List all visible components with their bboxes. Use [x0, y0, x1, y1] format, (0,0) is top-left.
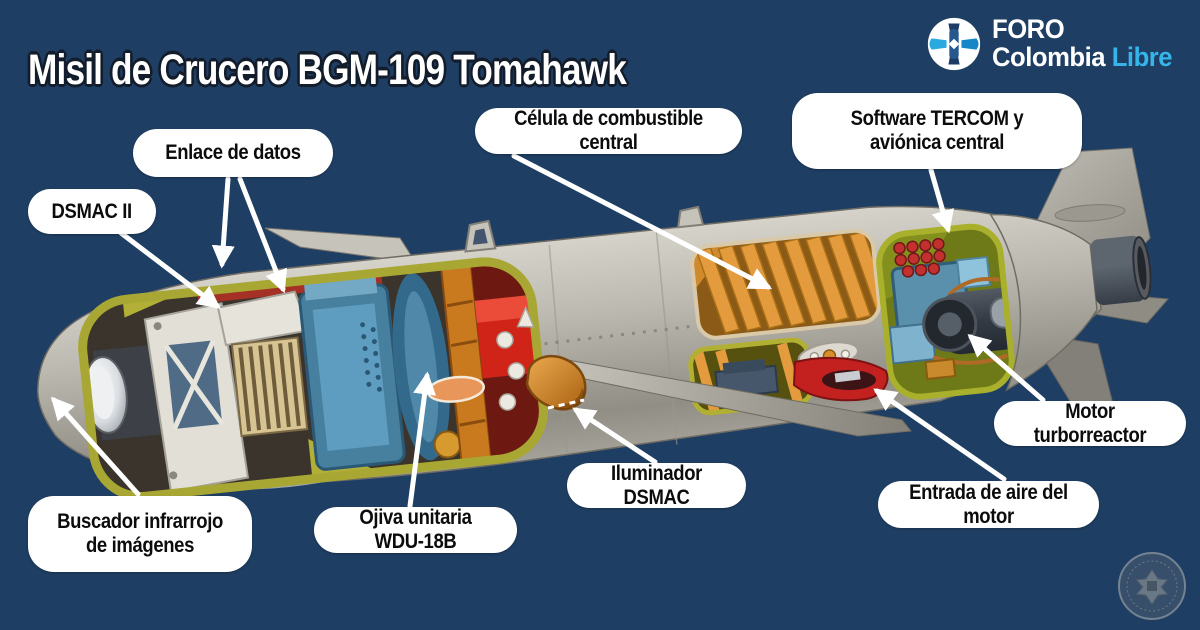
leader-entrada	[873, 388, 1007, 482]
tail-cone	[989, 213, 1098, 392]
engine-air-intake	[792, 356, 889, 402]
leader-celula	[511, 153, 773, 290]
watermark-seal	[1118, 552, 1186, 620]
leader-motor	[967, 333, 1046, 403]
hull-antenna-bracket	[464, 219, 497, 253]
fin-pod	[1054, 204, 1126, 222]
callout-dsmac-illuminator: Iluminador DSMAC	[567, 462, 746, 509]
callout-data-link: Enlace de datos	[133, 129, 333, 177]
brand-line2: Colombia Libre	[992, 42, 1173, 72]
leader-dsmac	[118, 230, 221, 309]
leader-lines	[50, 153, 1046, 509]
red-component-cluster	[893, 237, 946, 278]
brand-accent: Libre	[1112, 42, 1173, 72]
leader-ojiva	[407, 371, 437, 509]
callout-wdu18b-warhead: Ojiva unitaria WDU-18B	[314, 506, 517, 553]
callout-turbojet-engine: Motor turborreactor	[994, 400, 1186, 447]
rivet-seam	[544, 324, 699, 346]
leader-tercom	[928, 167, 954, 234]
brand-logo-text: FORO Colombia Libre	[992, 14, 1173, 72]
leader-iluminador	[572, 407, 658, 465]
callout-infrared-seeker: Buscador infrarrojo de imágenes	[28, 496, 252, 572]
missile-body	[36, 205, 1152, 502]
page-title: Misil de Crucero BGM-109 Tomahawk	[27, 44, 628, 94]
leader-buscador	[50, 396, 141, 497]
leader-enlace-b	[237, 176, 288, 294]
leader-enlace-a	[211, 176, 235, 269]
hull-bracket-2	[676, 205, 705, 229]
callout-engine-air-intake: Entrada de aire del motor	[878, 481, 1099, 528]
callout-tercom-avionics: Software TERCOM y aviónica central	[792, 93, 1082, 169]
brand-logo: FORO Colombia Libre	[926, 16, 1182, 72]
dsmac-illuminator	[525, 354, 587, 411]
cutaway-olive-rim	[78, 257, 548, 502]
cross-emblem-icon	[928, 17, 981, 71]
callout-dsmac-ii: DSMAC II	[28, 189, 156, 234]
engine-nozzle	[1090, 235, 1146, 306]
callout-central-fuel-cell: Célula de combustible central	[475, 107, 742, 154]
brand-line1: FORO	[992, 14, 1065, 45]
